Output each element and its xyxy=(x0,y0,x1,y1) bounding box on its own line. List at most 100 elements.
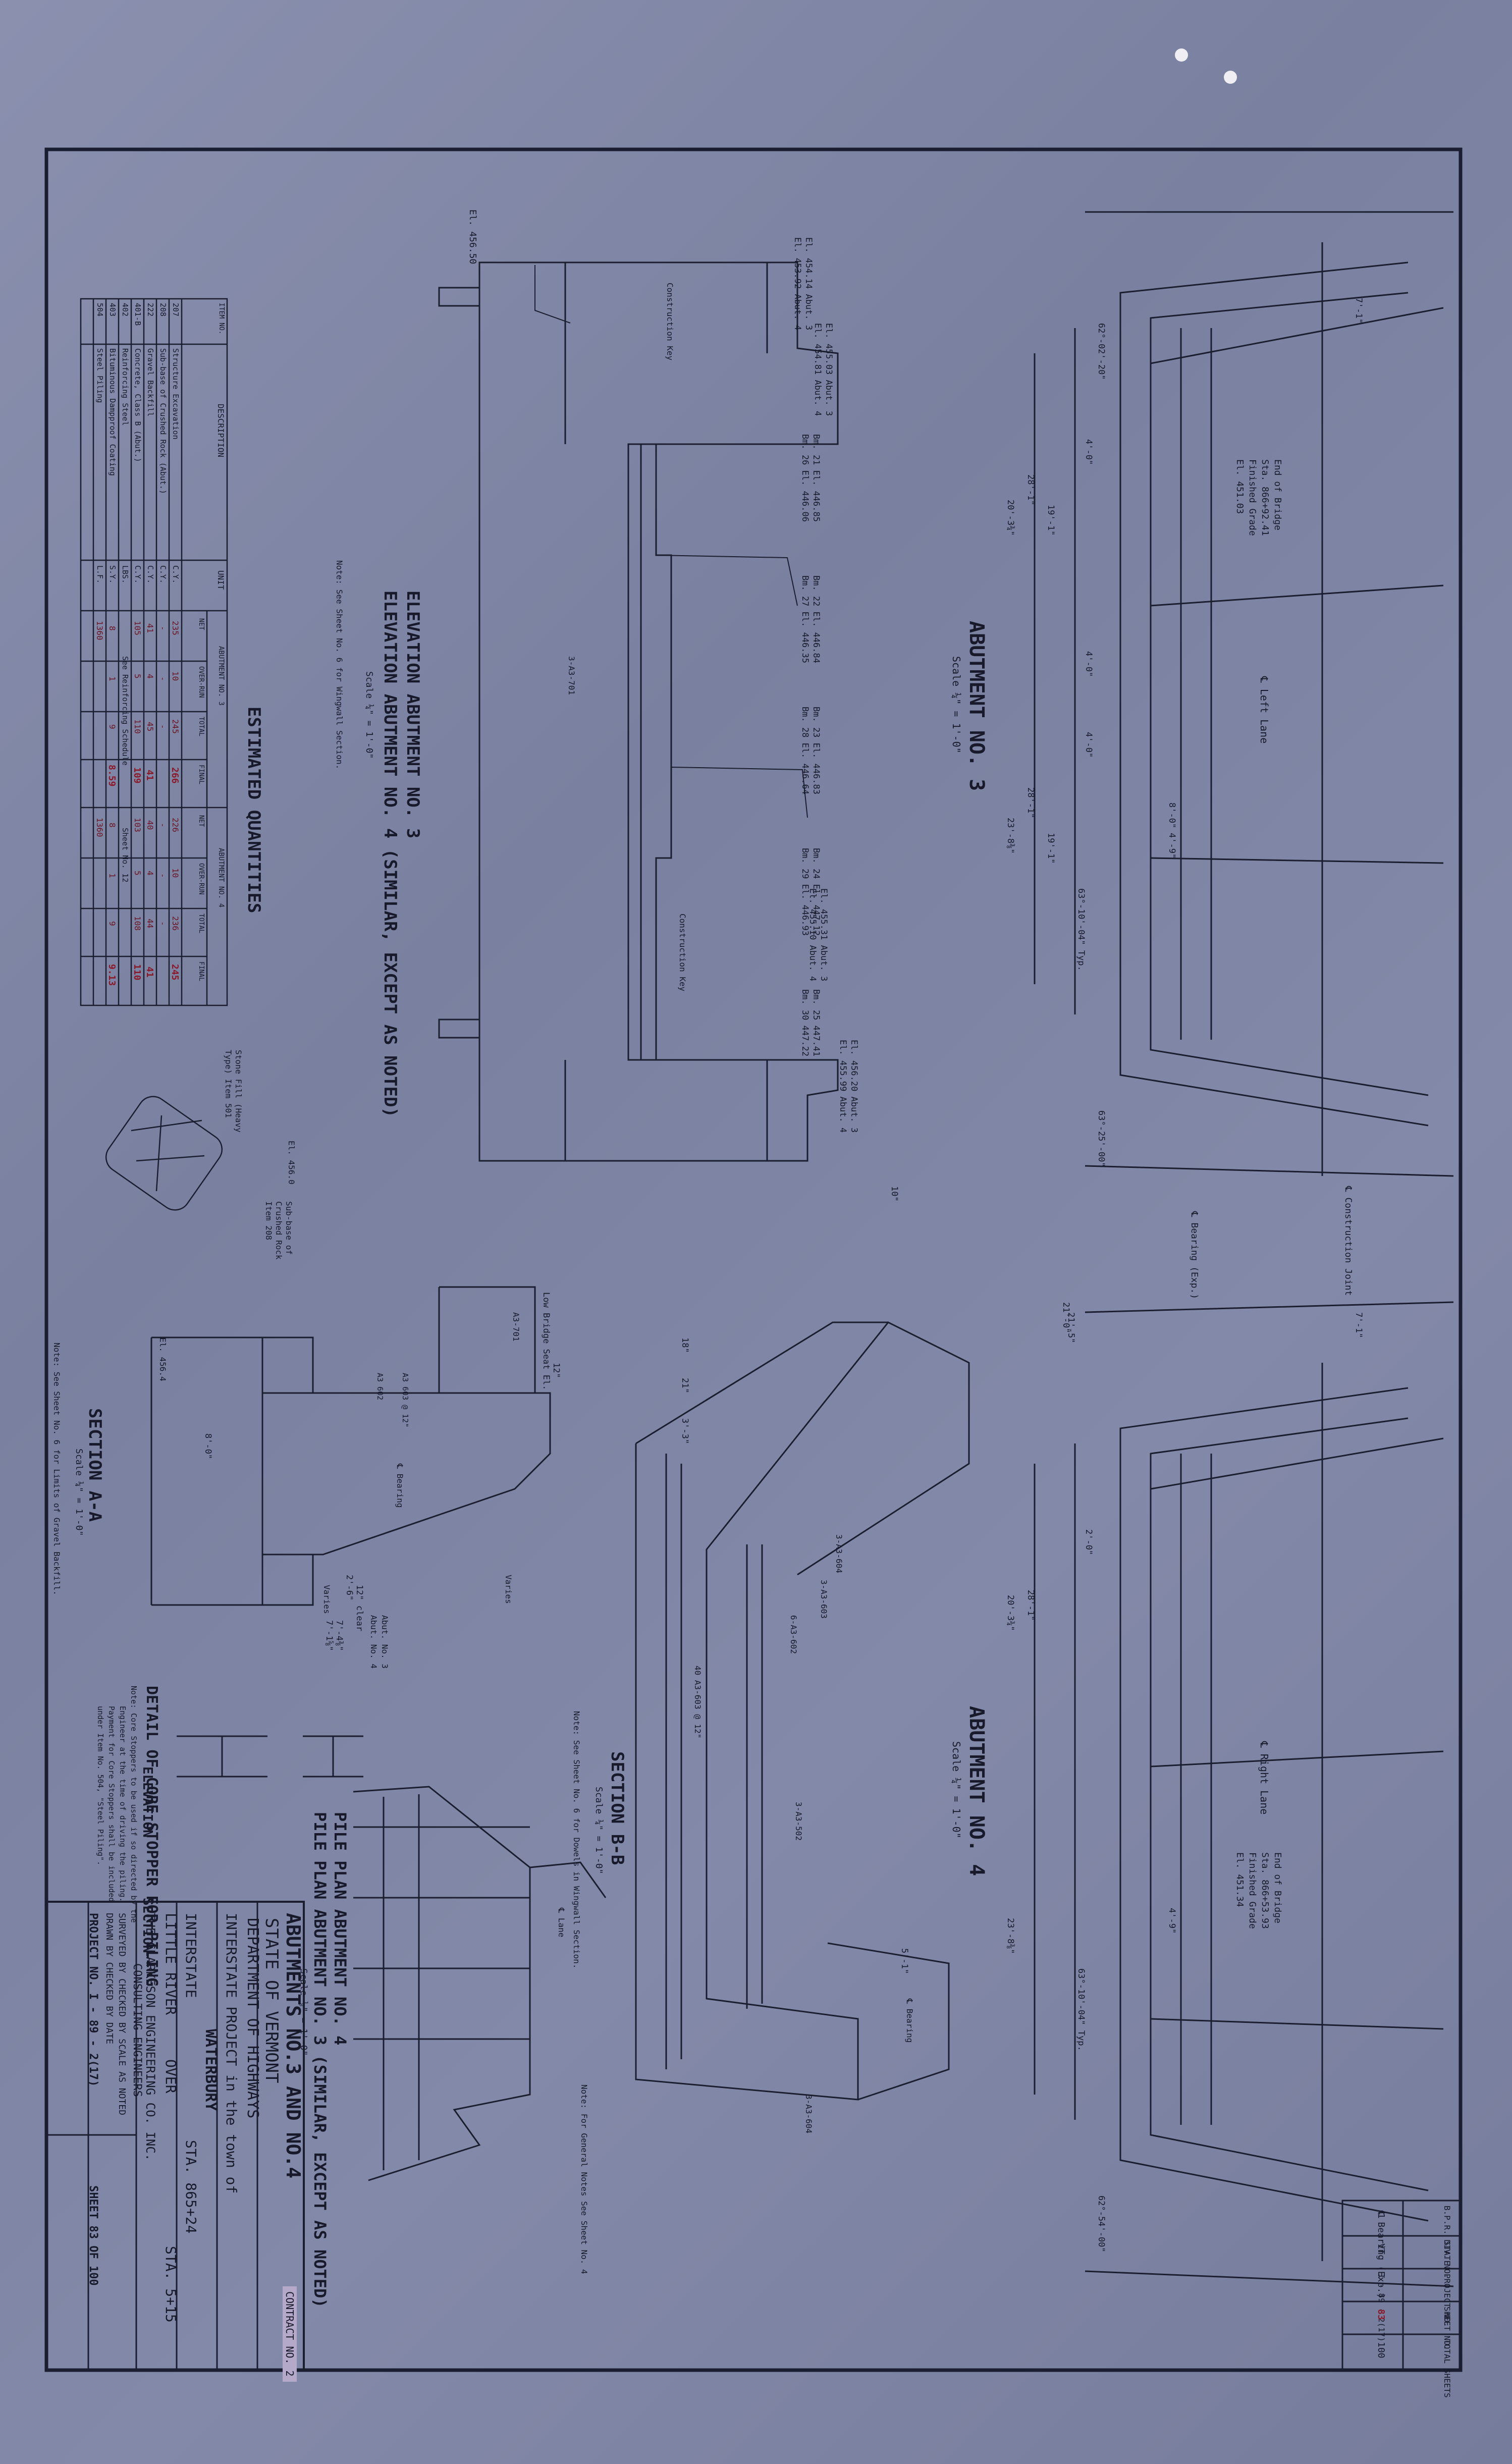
item-unit: C.Y. xyxy=(158,565,168,584)
item-desc: Reinforcing Steel xyxy=(121,348,130,426)
benchmark-label: Bm. 21 El. 446.85 xyxy=(811,434,821,522)
dimension-label: 28'-1" xyxy=(1025,474,1036,506)
qty-cell: 9 xyxy=(107,921,117,926)
qty-cell: 1 xyxy=(107,873,117,878)
qty-final: 8.59 xyxy=(106,765,117,787)
survey-row: SURVEYED BY CHECKED BY SCALE AS NOTED xyxy=(117,1913,127,2115)
qty-cell: 1 xyxy=(107,676,117,681)
dimension-label: 10" xyxy=(889,1186,899,1202)
section-bb-outline xyxy=(635,1321,970,2101)
department-name: DEPARTMENT OF HIGHWAYS xyxy=(244,1918,261,2119)
core-stopper-elevation-label: ELEVATION xyxy=(140,1766,155,1838)
elevation-note: Note: See Sheet No. 6 for Wingwall Secti… xyxy=(335,560,344,770)
pile-plan-outline xyxy=(353,1786,607,2181)
station-label: STA. 865+24 xyxy=(183,2140,199,2234)
elevation-scale: Scale ¼" = 1'-0" xyxy=(364,671,374,759)
dimension-label: 19'-1" xyxy=(1046,505,1056,536)
sheet-border xyxy=(44,147,1463,2372)
dimension-label: 21" xyxy=(680,1378,690,1394)
core-stopper-note: Payment for Core Stoppers shall be inclu… xyxy=(107,1706,116,1902)
elevation-label: El. 456.0 xyxy=(287,1141,296,1185)
low-bridge-seat-label: Low Bridge Seat El. xyxy=(541,1292,551,1390)
elevation-label: El. 454.81 Abut. 4 xyxy=(813,323,823,416)
title-block-frame xyxy=(45,1901,305,2371)
project-number: PROJECT NO. I - 89 - 2(17) xyxy=(87,1913,99,2087)
core-stopper-note: Engineer at the time of driving the pili… xyxy=(118,1706,127,1902)
dimension-label: 2'-0" xyxy=(1084,1529,1094,1556)
col-header: TOTAL xyxy=(197,914,205,934)
elevation-outline xyxy=(438,261,839,1162)
qty-cell: 1360 xyxy=(95,621,104,640)
elevation-label: El. 455.03 Abut. 3 xyxy=(824,323,834,416)
qty-cell: - xyxy=(158,676,168,681)
elevation-title-4: ELEVATION ABUTMENT NO. 4 (SIMILAR, EXCEP… xyxy=(380,591,400,1117)
quantities-title: ESTIMATED QUANTITIES xyxy=(244,707,264,914)
qty-cell: 41 xyxy=(145,623,155,633)
abutment-3-plan xyxy=(1034,211,1454,1177)
benchmark-label: Bm. 29 El. 446.93 xyxy=(800,848,810,936)
dimension-label: 63°-10'-04" Typ. xyxy=(1076,1968,1086,2051)
abut-no-label: Abut. No. 4 xyxy=(369,1615,379,1669)
end-bridge-label: End of Bridge xyxy=(1272,1852,1283,1923)
section-bb-note: Note: See Sheet No. 6 for Dowels in Wing… xyxy=(572,1711,581,1969)
elevation-title-3: ELEVATION ABUTMENT NO. 3 xyxy=(403,591,423,839)
qty-cell: - xyxy=(158,921,168,926)
elevation-label: El. 456.50 xyxy=(467,209,478,264)
bearing-label: ℄ Bearing (Exp.) xyxy=(1189,1211,1200,1300)
qty-cell: 110 xyxy=(133,719,142,734)
item-no: 504 xyxy=(95,303,104,317)
qty-cell: 45 xyxy=(145,722,155,732)
varies-label: Varies xyxy=(322,1585,332,1614)
qty-cell: 4 xyxy=(145,871,155,876)
pile-plan-title-3: PILE PLAN ABUTMENT NO. 3 (SIMILAR, EXCEP… xyxy=(310,1812,330,2308)
qty-cell: 8 xyxy=(107,626,117,631)
bearing-label: ℄ Bearing xyxy=(395,1464,405,1508)
qty-cell: 10 xyxy=(171,671,180,681)
qty-cell: 236 xyxy=(171,916,180,931)
qty-cell: 108 xyxy=(133,916,142,931)
qty-final: 266 xyxy=(170,767,180,784)
qty-final: 110 xyxy=(132,964,142,981)
bearing-label: ℄ Bearing xyxy=(905,1999,914,2043)
stone-fill-label: Stone Fill (Heavy xyxy=(234,1050,243,1133)
col-header: TOTAL xyxy=(197,717,205,737)
end-bridge-label: End of Bridge xyxy=(1272,459,1283,530)
route-name: INTERSTATE xyxy=(183,1913,199,1998)
stone-fill-detail xyxy=(105,1096,223,1211)
pile-plan-title-4: PILE PLAN ABUTMENT NO. 4 xyxy=(331,1812,350,2046)
qty-final: 9.13 xyxy=(106,964,117,986)
elevation-label: El. 453.92 Abut. 4 xyxy=(792,237,802,331)
item-desc: Steel Piling xyxy=(95,348,104,403)
dimension-label: 20'-3¾" xyxy=(1005,1595,1015,1631)
item-unit: C.Y. xyxy=(171,565,180,584)
qty-cell: 235 xyxy=(171,621,180,635)
station2-label: STA. 5+15 xyxy=(163,2246,179,2323)
qty-cell: 9 xyxy=(107,724,117,729)
pile-plan-scale: Scale ⅛" = 1'-0" xyxy=(298,1968,309,2056)
benchmark-label: Bm. 30 447.22 xyxy=(800,989,810,1057)
dimension-label: 12" clear xyxy=(354,1585,364,1632)
qty-cell: 103 xyxy=(133,818,142,832)
varies-label: Varies xyxy=(504,1575,513,1604)
end-bridge-label: Sta. 866+53.93 xyxy=(1260,1852,1270,1929)
core-stopper-note: under Item No. 504, "Steel Piling". xyxy=(96,1706,105,1866)
col-header: NET xyxy=(197,815,205,827)
qty-cell: 5 xyxy=(133,871,142,876)
core-stopper-note: Note: Core Stoppers to be used if so dir… xyxy=(129,1686,138,1923)
item-unit: LBS. xyxy=(121,565,130,584)
core-stopper-section-label: SECTION xyxy=(140,1898,155,1953)
benchmark-label: Bm. 28 El. 446.64 xyxy=(800,707,810,794)
col-header: OVER-RUN xyxy=(197,666,205,698)
abut-no-label: Abut. No. 3 xyxy=(380,1615,390,1669)
abutment-3-title: ABUTMENT NO. 3 xyxy=(965,621,988,791)
qty-final: 245 xyxy=(170,964,180,981)
qty-cell: See Reinforcing Schedule xyxy=(121,656,130,766)
item-no: 208 xyxy=(158,303,168,317)
dimension-label: 20'-3¾" xyxy=(1005,500,1015,536)
town-name: WATERBURY xyxy=(202,2029,220,2111)
qty-cell: 8 xyxy=(107,823,117,828)
dimension-label: 62°-54'-00" xyxy=(1096,2195,1106,2253)
elevation-label: El. 455.99 Abut. 4 xyxy=(838,1040,848,1133)
